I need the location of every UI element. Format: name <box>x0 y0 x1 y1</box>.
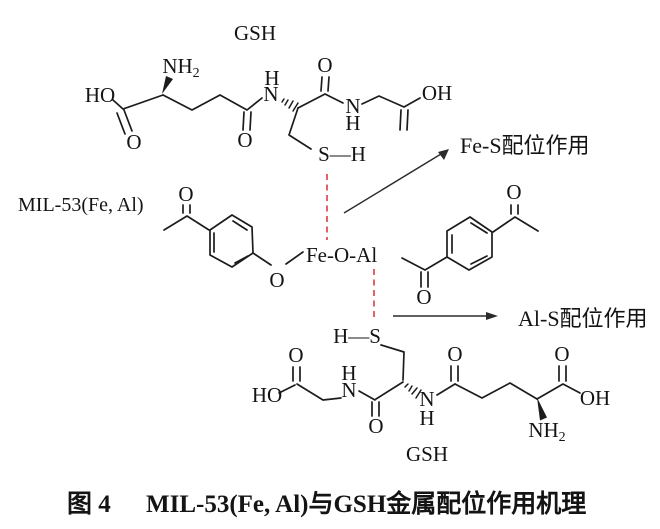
figure-caption: 图 4 MIL-53(Fe, Al)与GSH金属配位作用机理 <box>67 489 586 518</box>
arrow-head-al-s <box>486 312 498 320</box>
double-bond-glycine-carboxyl <box>399 109 409 131</box>
bond-ho-carboxyl <box>112 94 164 110</box>
double-bond-acetyl-right-bottom <box>420 271 429 288</box>
atom-o: O <box>237 128 252 152</box>
atom-o: O <box>554 342 569 366</box>
double-bond-amide-1 <box>242 111 252 131</box>
atom-h: H <box>341 361 356 385</box>
bond-glycine-chain-bottom <box>296 383 342 401</box>
linker-left-benzene: O O <box>163 182 304 292</box>
double-bond-carboxyl-1 <box>116 109 133 135</box>
double-bond-acetyl-right-top <box>510 204 519 215</box>
atom-sh: S—H <box>318 142 366 166</box>
atom-nh2: NH2 <box>528 418 565 445</box>
arrow-fe-s <box>343 149 449 214</box>
double-bond-glycine-carboxyl-bottom <box>292 366 301 382</box>
label-fe-s-interaction: Fe-S配位作用 <box>460 133 590 158</box>
atom-o: O <box>126 130 141 154</box>
double-bond-cys-carbonyl <box>320 76 330 92</box>
molecule-gsh-top: GSH HO NH2 O O H N O N H OH S—H <box>85 21 452 166</box>
bond-glycine-chain <box>361 95 421 108</box>
atom-n: N <box>341 378 356 402</box>
atom-o: O <box>288 343 303 367</box>
bond-to-carboxyl-right <box>536 383 581 400</box>
bond-cys-sidechain-bottom <box>380 344 405 381</box>
bond-cys-to-carbonyl <box>375 381 404 400</box>
linker-right-benzene: O O <box>401 180 539 309</box>
bond-acetyl-left <box>163 215 210 231</box>
double-bond-carboxyl-right <box>558 365 567 382</box>
gsh-bottom-title: GSH <box>406 442 448 466</box>
atom-o: O <box>368 414 383 438</box>
atom-n: N <box>263 82 278 106</box>
atom-n: N <box>345 94 360 118</box>
benzene-ring-right <box>446 216 493 271</box>
gsh-top-title: GSH <box>234 21 276 45</box>
atom-h: H <box>264 66 279 90</box>
atom-oh: OH <box>422 81 452 105</box>
hash-bond-bottom <box>404 383 422 399</box>
hash-bond-top <box>281 98 299 112</box>
bond-n-to-carbonyl-right <box>436 383 456 396</box>
double-bond-acetyl-left <box>182 204 191 214</box>
atom-ho: HO <box>85 83 115 107</box>
mof-label: MIL-53(Fe, Al) <box>18 194 144 216</box>
double-bond-glutamyl-carbonyl <box>450 365 459 382</box>
atom-o: O <box>506 180 521 204</box>
atom-o: O <box>269 268 284 292</box>
bridge-label-fe-o-al: Fe-O-Al <box>306 243 377 267</box>
bond-carbonyl-to-n <box>358 390 376 401</box>
arrow-head-fe-s <box>438 149 449 160</box>
bond-cys-sidechain <box>288 107 312 150</box>
bond-o-to-fe <box>285 251 304 265</box>
atom-o: O <box>416 285 431 309</box>
wedge-bond-nh2-bottom <box>537 397 547 421</box>
atom-o: O <box>447 342 462 366</box>
atom-hs: H—S <box>333 324 381 348</box>
atom-h: H <box>419 406 434 430</box>
bond-carboxyl-to-ho <box>278 384 296 394</box>
bond-ring-to-o <box>252 252 272 266</box>
caption-title: MIL-53(Fe, Al)与GSH金属配位作用机理 <box>146 489 586 518</box>
atom-n: N <box>419 387 434 411</box>
atom-h: H <box>345 111 360 135</box>
benzene-inner-bonds-left <box>213 220 249 264</box>
benzene-inner-bonds-right <box>451 222 488 265</box>
bond-acetyl-right-top <box>492 216 539 233</box>
atom-o: O <box>317 53 332 77</box>
bond-cys-carbonyl <box>297 93 344 109</box>
arrow-line-fe-s <box>343 153 442 214</box>
wedge-bond-nh2-top <box>162 76 173 94</box>
bond-glutamyl-chain-bottom <box>454 382 538 400</box>
atom-nh2: NH2 <box>162 54 199 81</box>
atom-o: O <box>178 182 193 206</box>
molecule-gsh-bottom: H—S H N O HO O N H O O OH NH2 GSH <box>252 324 610 466</box>
caption-number: 图 4 <box>67 491 111 518</box>
bond-acetyl-right-bottom <box>401 256 448 271</box>
benzene-ring-left <box>209 214 254 268</box>
arrow-al-s <box>393 312 498 320</box>
atom-ho: HO <box>252 383 282 407</box>
double-bond-amide-bottom <box>371 401 380 417</box>
atom-oh: OH <box>580 386 610 410</box>
bond-glutamyl-chain <box>162 94 263 111</box>
label-al-s-interaction: Al-S配位作用 <box>518 306 648 331</box>
